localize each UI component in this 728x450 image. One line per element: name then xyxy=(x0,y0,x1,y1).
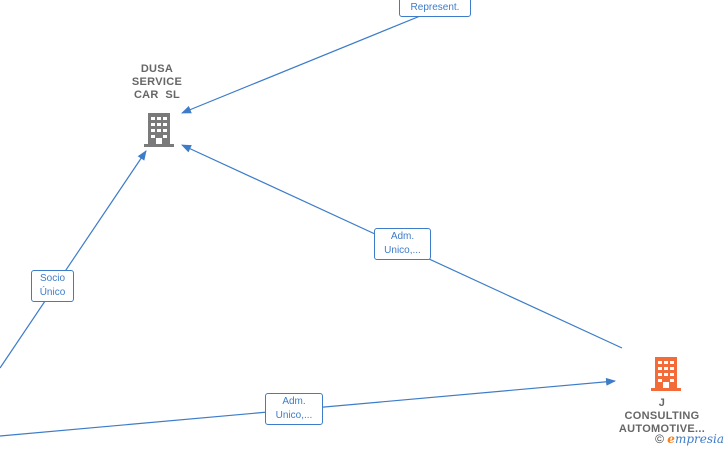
edge-label-line: Único xyxy=(39,287,66,298)
brand-logo-rest: mpresia xyxy=(674,432,724,446)
node-name-line: AUTOMOTIVE... xyxy=(618,423,706,435)
building-icon[interactable] xyxy=(649,355,683,392)
edge-label-line: Adm. xyxy=(282,396,306,407)
edge-label-socio-unico[interactable]: Socio Único xyxy=(31,270,74,302)
edge-label-line: Represent. xyxy=(410,2,460,13)
node-name-line: J xyxy=(658,397,666,409)
edge-label-line: Unico,... xyxy=(275,410,313,421)
node-name-line: DUSA xyxy=(140,63,174,75)
node-name-line: SERVICE xyxy=(131,76,183,88)
edge-socio-unico xyxy=(0,150,147,369)
brand-logo-e: e xyxy=(667,432,675,446)
edge-represent xyxy=(181,11,431,114)
empresia-watermark: © empresia xyxy=(655,432,724,446)
node-label-dusa[interactable]: DUSA SERVICE CAR SL xyxy=(117,63,197,102)
brand-logo: empresia xyxy=(667,432,724,446)
building-icon[interactable] xyxy=(142,111,176,148)
node-name-line: CAR SL xyxy=(133,89,181,101)
edge-label-adm-jc[interactable]: Adm. Unico,... xyxy=(265,393,323,425)
edge-label-line: Socio xyxy=(39,273,65,284)
node-name-line: CONSULTING xyxy=(624,410,700,422)
edge-label-line: Adm. xyxy=(390,231,415,242)
edge-label-represent[interactable]: Represent. xyxy=(399,0,471,17)
node-label-jconsulting[interactable]: J CONSULTING AUTOMOTIVE... xyxy=(612,397,712,436)
edge-label-line: Unico,... xyxy=(384,245,421,256)
edge-label-adm-dusa[interactable]: Adm. Unico,... xyxy=(374,228,431,260)
copyright-symbol: © xyxy=(655,432,664,446)
